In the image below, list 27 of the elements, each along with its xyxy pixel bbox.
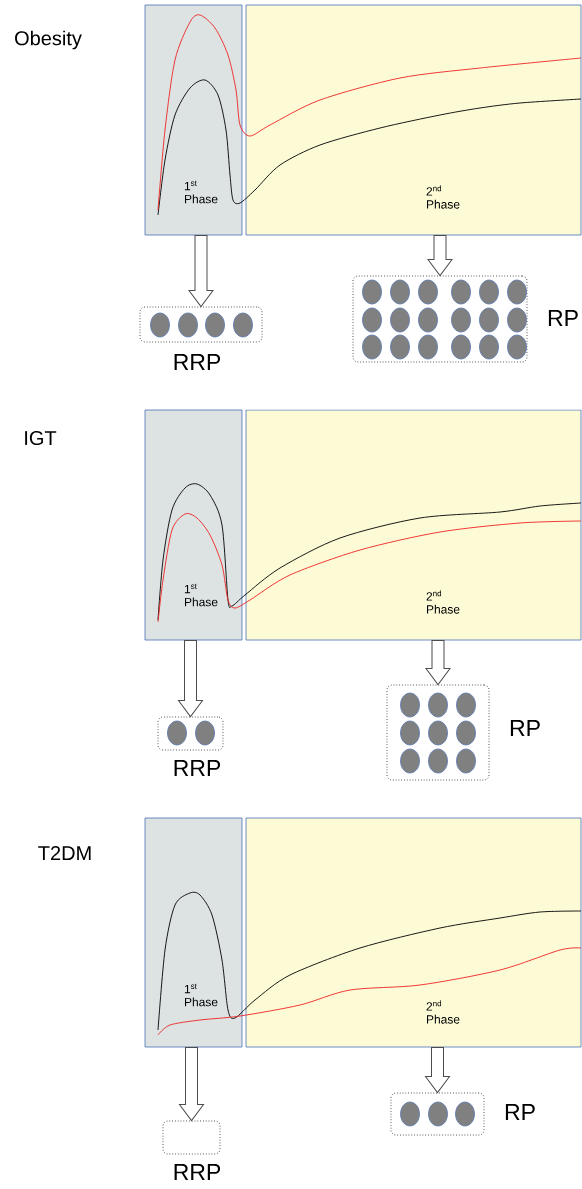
phase-label: 1$^{st}$ Phase [184, 180, 218, 204]
phase-box [144, 4, 243, 236]
phase-box [245, 4, 582, 236]
block-arrow [178, 639, 203, 718]
phase-label: 2$^{nd}$ Phase [426, 590, 460, 614]
phase-label: 1$^{st}$ Phase [184, 983, 218, 1007]
panel-title: Obesity [15, 30, 82, 50]
pool-label: RRP [174, 354, 221, 370]
pool-label: RRP [174, 760, 221, 776]
block-arrow [425, 639, 451, 686]
block-arrow [427, 234, 453, 277]
panel-title: T2DM [38, 846, 91, 860]
block-arrow [425, 1046, 450, 1094]
phase-label: 2$^{nd}$ Phase [426, 1000, 460, 1024]
pool-label: RRP [174, 1164, 221, 1180]
phase-box [245, 409, 582, 641]
pool-label: RP [510, 720, 540, 736]
phase-box [144, 409, 243, 641]
block-arrow [188, 234, 214, 308]
phase-box [245, 817, 582, 1048]
phase-label: 2$^{nd}$ Phase [426, 185, 460, 209]
phase-label: 1$^{st}$ Phase [184, 583, 218, 607]
panel-title: IGT [25, 430, 57, 446]
block-arrow [179, 1046, 204, 1122]
pool-label: RP [548, 310, 578, 326]
pool-label: RP [505, 1104, 535, 1120]
phase-box [144, 817, 243, 1048]
